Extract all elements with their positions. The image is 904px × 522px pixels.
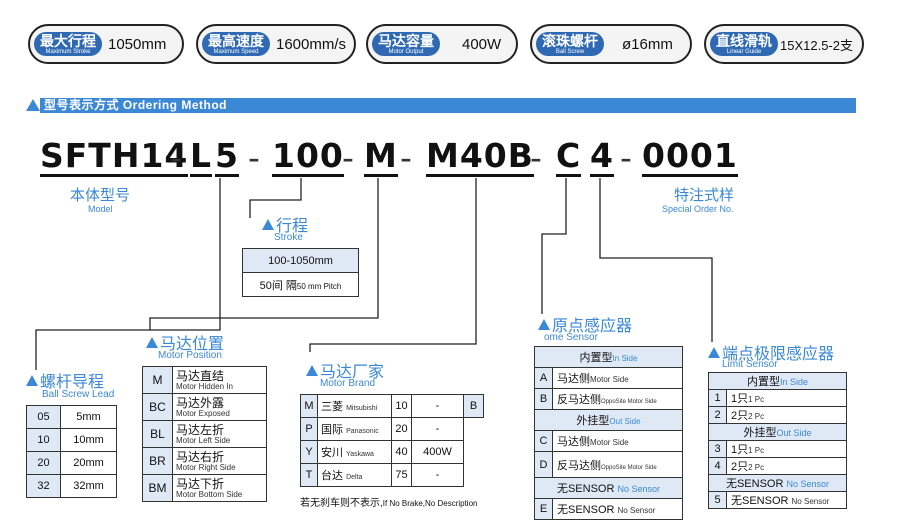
code-limit: 4 [590, 136, 614, 177]
limit-heading: 端点极限感应器 [708, 340, 834, 364]
brand-heading: 马达厂家 [306, 358, 384, 382]
triangle-icon [306, 364, 318, 376]
model-label-en: Model [88, 204, 113, 214]
position-heading-en: Motor Position [158, 350, 222, 361]
triangle-icon [26, 99, 40, 111]
spec-value: 15X12.5-2支 [780, 37, 853, 53]
stroke-pitch: 50间 隔50 mm Pitch [242, 272, 359, 297]
code-dash: - [170, 138, 183, 177]
triangle-icon [708, 346, 720, 358]
code-position: M [364, 136, 398, 177]
spec-value: 400W [462, 35, 502, 53]
code-model: SFTH14 [40, 136, 189, 177]
lead-heading-en: Ball Screw Lead [42, 389, 115, 400]
special-label: 特注式样 [674, 187, 735, 204]
code-lead: 5 [215, 136, 239, 177]
stroke-table: 100-1050mm 50间 隔50 mm Pitch [242, 248, 359, 297]
triangle-icon [146, 336, 158, 348]
position-heading: 马达位置 [146, 330, 224, 354]
code-dash: - [620, 138, 633, 177]
code-origin: C [556, 136, 582, 177]
special-label-en: Special Order No. [662, 204, 734, 214]
origin-heading: 原点感应器 [538, 312, 632, 336]
lead-heading: 螺杆导程 [26, 368, 104, 392]
model-label: 本体型号 [70, 187, 131, 204]
code-stroke: 100 [272, 136, 344, 177]
stroke-range: 100-1050mm [242, 248, 359, 273]
stroke-heading: 行程 [262, 212, 308, 236]
code-dash: - [248, 138, 261, 177]
code-brand: M40B [426, 136, 534, 177]
triangle-icon [262, 218, 274, 230]
triangle-icon [538, 318, 550, 330]
code-special: 0001 [642, 136, 738, 177]
limit-heading-en: Limit Sensor [722, 359, 778, 370]
code-dash: - [400, 138, 413, 177]
triangle-icon [26, 374, 38, 386]
code-dash: - [530, 138, 543, 177]
spec-value: 1050mm [108, 35, 167, 53]
section-title: 型号表示方式 Ordering Method [44, 98, 227, 112]
brand-heading-en: Motor Brand [320, 378, 376, 389]
brand-note: 若无刹车则不表示,If No Brake,No Description [300, 498, 478, 509]
spec-value: ø16mm [622, 35, 673, 53]
origin-heading-en: ome Sensor [544, 332, 598, 343]
stroke-heading-en: Stroke [274, 232, 303, 243]
code-lead-letter: L [190, 136, 213, 177]
section-bar: 型号表示方式 Ordering Method [26, 98, 856, 113]
spec-value: 1600mm/s [276, 35, 347, 53]
code-dash: - [342, 138, 355, 177]
